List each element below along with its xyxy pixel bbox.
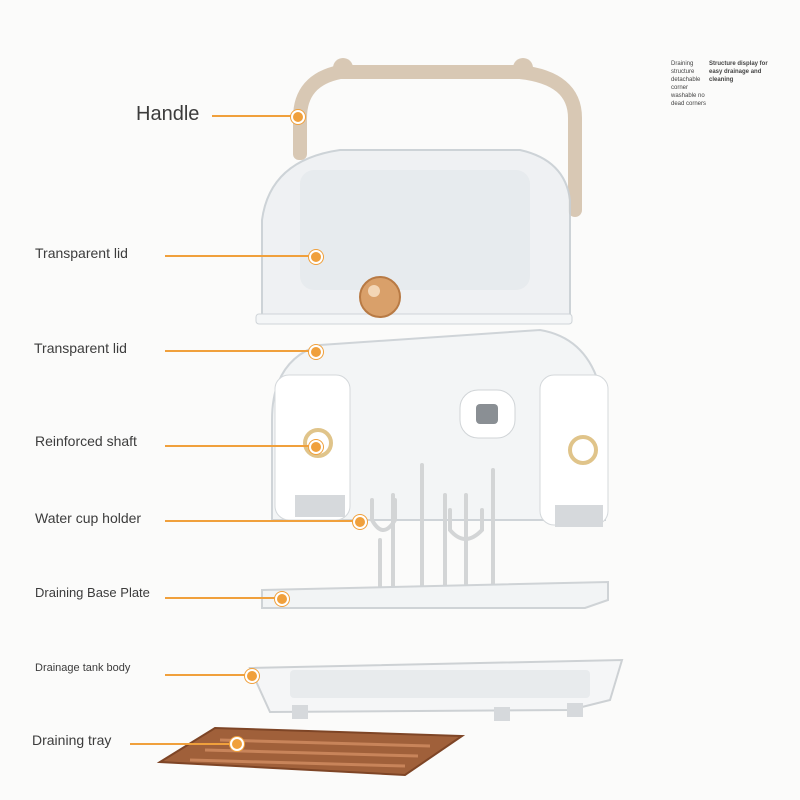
leader-handle bbox=[212, 115, 297, 117]
label-cup-holder: Water cup holder bbox=[35, 510, 142, 526]
leader-tray bbox=[130, 743, 235, 745]
marker-lid-lower bbox=[309, 345, 323, 359]
base-plate bbox=[261, 580, 609, 609]
handle-ear-left bbox=[333, 58, 353, 78]
marker-lid-upper bbox=[309, 250, 323, 264]
leader-base-plate bbox=[165, 597, 277, 599]
handle-left-arm bbox=[293, 115, 307, 160]
label-shaft: Reinforced shaft bbox=[35, 433, 137, 449]
knob bbox=[359, 276, 401, 318]
note-left: Draining structure detachable corner was… bbox=[671, 61, 707, 107]
leader-lid-lower bbox=[165, 350, 310, 352]
marker-tray bbox=[230, 737, 244, 751]
leader-cup-holder bbox=[165, 520, 355, 522]
shaft-right bbox=[568, 435, 598, 465]
label-handle: Handle bbox=[136, 103, 200, 125]
upper-lid-rim bbox=[255, 313, 573, 325]
label-tank: Drainage tank body bbox=[35, 662, 131, 674]
label-base-plate: Draining Base Plate bbox=[35, 585, 150, 600]
marker-base-plate bbox=[275, 592, 289, 606]
leader-tank bbox=[165, 674, 247, 676]
tank-inner bbox=[290, 670, 590, 698]
label-tray: Draining tray bbox=[32, 732, 112, 748]
handle-ear-right bbox=[513, 58, 533, 78]
marker-handle bbox=[291, 110, 305, 124]
marker-cup-holder bbox=[353, 515, 367, 529]
cup-holder-rods bbox=[370, 463, 495, 592]
label-lid-upper: Transparent lid bbox=[35, 245, 128, 261]
marker-tank bbox=[245, 669, 259, 683]
leader-lid-upper bbox=[165, 255, 310, 257]
note-right: Structure display for easy drainage and … bbox=[709, 61, 768, 83]
upper-lid-inner bbox=[300, 170, 530, 290]
leader-shaft bbox=[165, 445, 310, 447]
marker-shaft bbox=[309, 440, 323, 454]
label-lid-lower: Transparent lid bbox=[34, 340, 127, 356]
